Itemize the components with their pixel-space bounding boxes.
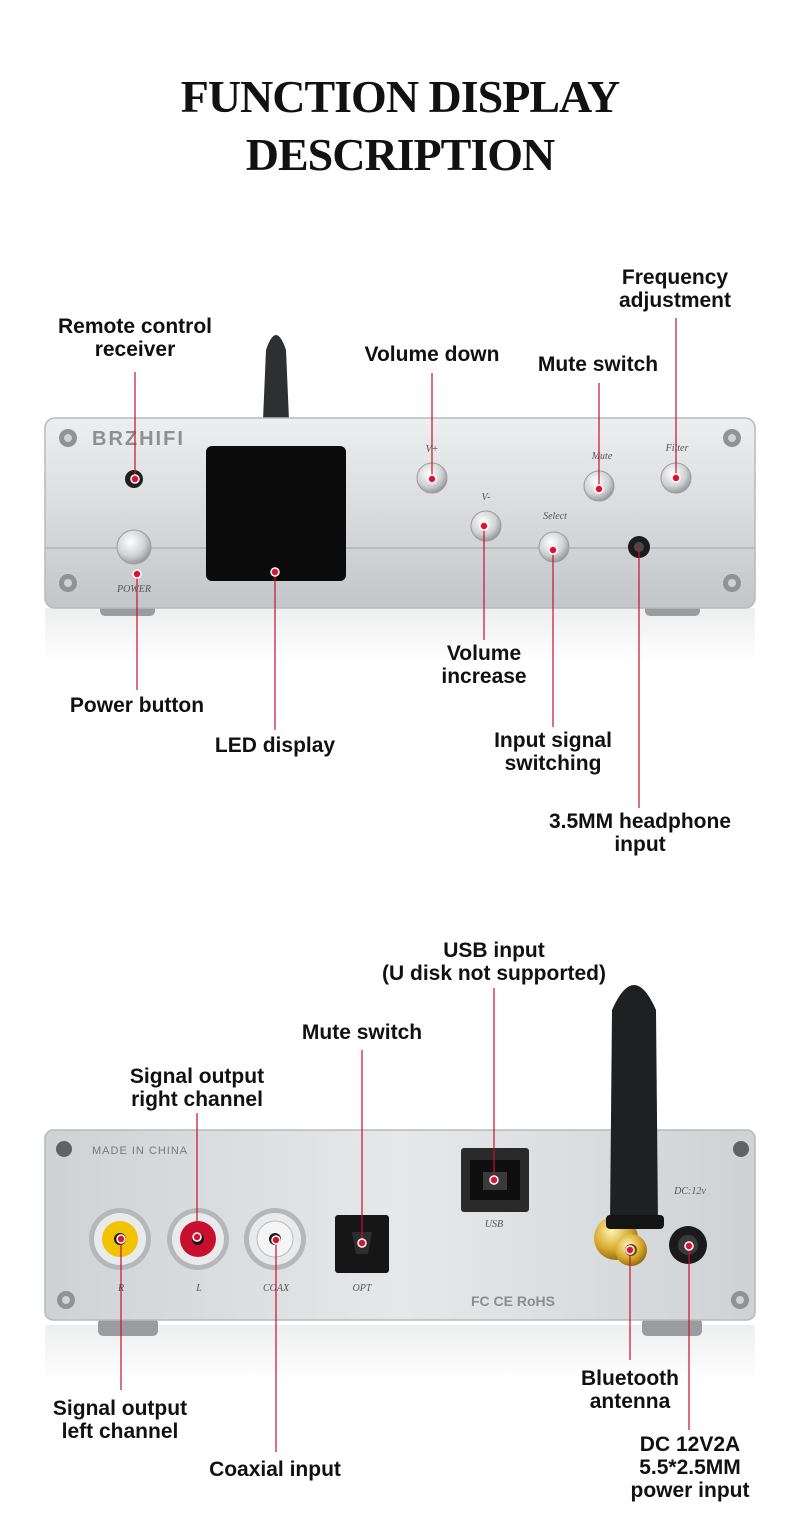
led-display [206, 446, 346, 581]
vminus-engrave: V- [482, 492, 491, 503]
callout-front-mute: Mute switch [537, 353, 659, 376]
power-engrave: POWER [116, 584, 151, 595]
front-callout-dots [130, 473, 681, 579]
callout-remote-receiver: Remote control receiver [57, 315, 212, 361]
opt-label: OPT [353, 1283, 373, 1294]
callout-power-button: Power button [69, 694, 205, 717]
callout-right-channel: Signal output right channel [129, 1065, 265, 1111]
cert-marks: FC CE RoHS [471, 1293, 555, 1309]
dc-label: DC:12v [673, 1186, 706, 1197]
rear-foot-right [642, 1318, 702, 1336]
callout-bt-antenna: Bluetooth antenna [581, 1367, 679, 1413]
callout-led-display: LED display [214, 734, 336, 757]
front-panel: BRZHIFI POWER V+ V- Select Mute Filter [44, 335, 756, 663]
rear-callout-dots [116, 1175, 694, 1255]
callout-headphone: 3.5MM headphone input [548, 810, 732, 856]
rear-antenna [610, 985, 658, 1225]
rear-screws [56, 1141, 749, 1309]
made-in-label: MADE IN CHINA [92, 1145, 188, 1157]
callout-frequency: Frequency adjustment [618, 266, 731, 312]
rear-panel: MADE IN CHINA R L COAX OPT USB [44, 985, 756, 1380]
callout-rear-mute: Mute switch [301, 1021, 423, 1044]
callout-dc-input: DC 12V2A 5.5*2.5MM power input [630, 1433, 750, 1502]
front-screws [59, 429, 741, 592]
front-callout-lines [134, 318, 677, 808]
rear-foot-left [98, 1318, 158, 1336]
callout-volume-increase: Volume increase [441, 642, 527, 688]
callout-coaxial: Coaxial input [209, 1458, 341, 1481]
callout-input-switching: Input signal switching [494, 729, 612, 775]
callout-volume-down: Volume down [364, 343, 500, 366]
rear-callout-lines [120, 988, 690, 1452]
rca-l-label: L [195, 1283, 202, 1294]
usb-label: USB [485, 1219, 503, 1230]
page-title-line-2: DESCRIPTION [245, 129, 556, 180]
mute-engrave: Mute [591, 451, 613, 462]
callout-usb-input: USB input (U disk not supported) [382, 939, 606, 985]
front-brand: BRZHIFI [92, 428, 185, 450]
callout-left-channel: Signal output left channel [52, 1397, 188, 1443]
select-engrave: Select [543, 511, 567, 522]
power-button[interactable] [116, 529, 152, 565]
front-antenna [263, 335, 289, 420]
page-title-line-1: FUNCTION DISPLAY [180, 71, 621, 122]
